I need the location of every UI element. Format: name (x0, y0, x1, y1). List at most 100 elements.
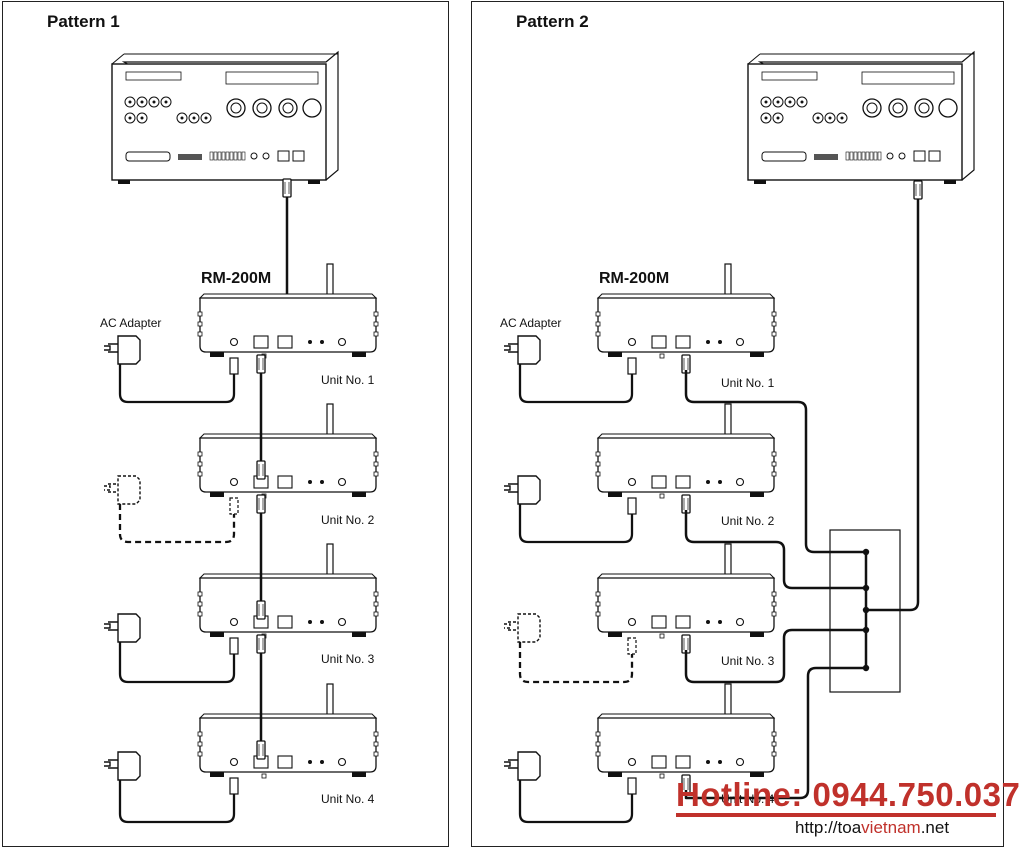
p2-dc-plug-4 (627, 777, 637, 795)
p1-remote-unit-3 (197, 543, 379, 639)
remote-foot (608, 772, 622, 777)
rib (595, 591, 601, 597)
gooseneck (326, 543, 334, 579)
mixer-foot (308, 180, 320, 184)
link-port (277, 150, 290, 162)
gooseneck (326, 683, 334, 719)
rca-jack (760, 112, 772, 124)
p2-power-cord-3 (518, 640, 634, 684)
p1-plug-out-2 (256, 494, 266, 514)
pattern-1-title: Pattern 1 (47, 12, 120, 31)
rib (595, 601, 601, 607)
adapter-prongs (108, 621, 118, 631)
rm-knob (262, 152, 270, 160)
p2-remote-unit-3 (595, 543, 777, 639)
remote-foot (210, 352, 224, 357)
dc-power-jack (627, 337, 637, 347)
p2-dc-plug-2 (627, 497, 637, 515)
rib (373, 451, 379, 457)
dc-power-jack (229, 617, 239, 627)
rib (373, 731, 379, 737)
rca-jack-pin (800, 100, 804, 104)
rib (771, 471, 777, 477)
remote-foot (608, 492, 622, 497)
rib (373, 331, 379, 337)
p1-plug-out-1 (256, 354, 266, 374)
link-port-out (675, 755, 691, 769)
remote-foot (352, 632, 366, 637)
link-port-out (675, 615, 691, 629)
remote-body (597, 437, 775, 493)
rca-jack (136, 112, 148, 124)
gooseneck (724, 683, 732, 719)
rib (197, 311, 203, 317)
xlr-input (888, 98, 908, 118)
indicator (308, 340, 312, 344)
link-port-out (675, 335, 691, 349)
rib (373, 311, 379, 317)
adapter-plug (504, 485, 511, 491)
rca-jack-pin (840, 116, 844, 120)
p2-cable-mixer-to-junction (866, 196, 920, 612)
p1-plug-in-2 (256, 460, 266, 480)
adapter-body (517, 613, 541, 643)
rca-jack-pin (764, 100, 768, 104)
indicator (718, 340, 722, 344)
mixer-foot (118, 180, 130, 184)
adapter-body (117, 475, 141, 505)
p2-star-cable-1 (684, 370, 866, 554)
link-port (913, 150, 926, 162)
mixer-foot (944, 180, 956, 184)
terminal (857, 151, 862, 161)
remote-foot (750, 772, 764, 777)
p1-ac-adapter-3 (104, 613, 141, 643)
rca-jack (772, 96, 784, 108)
dip-switch (178, 154, 202, 160)
indicator (718, 620, 722, 624)
terminal (845, 151, 850, 161)
p2-dc-plug-3 (627, 637, 637, 655)
ext-mic-jack (735, 757, 745, 767)
link-port-in (651, 615, 667, 629)
indicator (706, 760, 710, 764)
p2-power-cord-1 (518, 360, 634, 404)
url-accent: vietnam (861, 818, 921, 837)
adapter-plug (104, 623, 111, 629)
rib (373, 751, 379, 757)
p2-star-cable-2 (684, 510, 866, 590)
p2-remote-unit-4 (595, 683, 777, 779)
terminal (237, 151, 242, 161)
rca-jack (760, 96, 772, 108)
xlr-input (914, 98, 934, 118)
dip-switch (814, 154, 838, 160)
rib (771, 461, 777, 467)
hotline-underline (676, 813, 996, 817)
p2-plug-mixer (913, 180, 923, 200)
rib (197, 751, 203, 757)
gooseneck (326, 403, 334, 439)
control-io-port (761, 151, 807, 162)
adapter-prongs (108, 483, 118, 493)
p2-ac-adapter-4 (504, 751, 541, 781)
rca-jack (836, 112, 848, 124)
terminal (233, 151, 238, 161)
rca-jack (784, 96, 796, 108)
pattern-2-unit-3-label: Unit No. 3 (721, 654, 775, 668)
rca-jack-pin (152, 100, 156, 104)
p1-dc-plug-2 (229, 497, 239, 515)
ext-mic-jack (735, 617, 745, 627)
p2-remote-unit-2 (595, 403, 777, 499)
pattern-2-unit-2-label: Unit No. 2 (721, 514, 775, 528)
ext-mic-jack (337, 337, 347, 347)
terminal (853, 151, 858, 161)
p2-dc-plug-1 (627, 357, 637, 375)
terminal (877, 151, 882, 161)
p1-dc-plug-3 (229, 637, 239, 655)
remote-body (597, 577, 775, 633)
notch (659, 633, 665, 639)
rib (197, 451, 203, 457)
adapter-prongs (508, 759, 518, 769)
link-port (292, 150, 305, 162)
p2-ac-adapter-1 (504, 335, 541, 365)
